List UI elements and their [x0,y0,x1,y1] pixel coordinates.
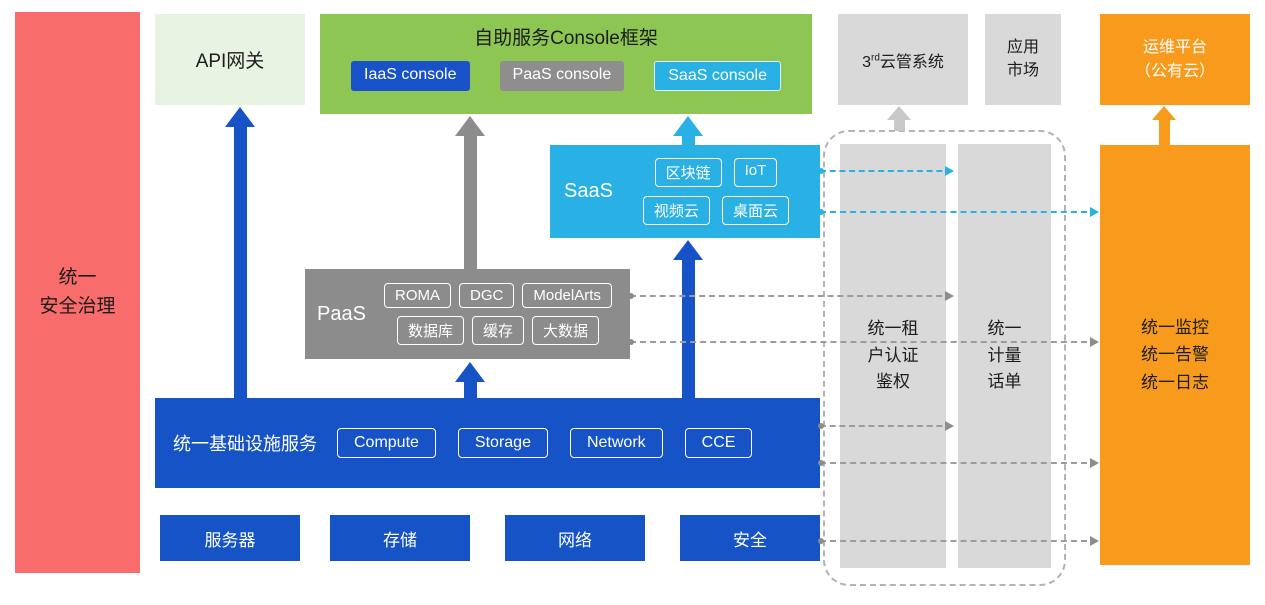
saas-layer-label: SaaS [564,180,613,202]
saas-chips: 区块链 IoT 视频云 桌面云 [627,158,805,225]
app-market-label: 应用 市场 [1006,39,1039,79]
hw-box-security: 安全 [680,515,820,561]
third-party-sup: rd [870,52,880,64]
dash-saas-to-monitoring [818,207,1099,217]
arrow-infra-to-saas [673,240,703,398]
console-frame-box: 自助服务Console框架 IaaS console PaaS console … [320,14,812,114]
third-party-cms-label: 3rd云管系统 [862,52,944,71]
arrow-shaft [463,136,477,269]
infra-chip-network: Network [569,428,663,458]
arrow-head-icon [887,106,911,120]
infrastructure-chips: Compute Storage Network CCE [337,428,753,458]
shared-services-dashed-container [823,130,1066,586]
paas-chip-modelarts: ModelArts [522,283,612,308]
arrow-head-icon [1152,106,1176,120]
arrow-to-third-party-cms [887,106,911,131]
iaas-console-chip: IaaS console [351,61,470,91]
infra-chip-storage: Storage [457,428,548,458]
infra-chip-cce: CCE [684,428,753,458]
dash-paas-to-metering [628,291,954,301]
paas-layer-box: PaaS ROMA DGC ModelArts 数据库 缓存 大数据 [305,269,630,359]
paas-chips: ROMA DGC ModelArts 数据库 缓存 大数据 [378,283,618,345]
arrow-shaft [681,136,695,145]
saas-chip-iot: IoT [733,158,778,187]
arrow-head-icon [455,116,485,136]
paas-console-chip: PaaS console [499,61,625,91]
hw-box-storage: 存储 [330,515,470,561]
tenant-auth-bar: 统一租 户认证 鉴权 [840,144,946,568]
saas-chip-blockchain: 区块链 [654,158,722,187]
hw-box-network: 网络 [505,515,645,561]
arrow-paas-to-console [455,116,485,269]
dash-infra-to-monitoring [818,458,1099,468]
infrastructure-layer-box: 统一基础设施服务 Compute Storage Network CCE [155,398,820,488]
arrow-infra-to-paas [455,362,485,398]
third-party-cms-box: 3rd云管系统 [838,14,968,105]
saas-chip-desktop-cloud: 桌面云 [721,196,789,225]
api-gateway-box: API网关 [155,14,305,105]
security-governance-bar: 统一 安全治理 [15,12,140,573]
dash-saas-to-auth [818,166,954,176]
ops-platform-label: 运维平台 （公有云） [1134,39,1215,80]
arrow-shaft [681,260,695,398]
arrow-to-ops-platform [1152,106,1176,145]
console-frame-title: 自助服务Console框架 [474,28,658,49]
paas-chip-dgc: DGC [459,283,515,308]
paas-chip-bigdata: 大数据 [531,316,599,345]
arrow-head-icon [673,240,703,260]
app-market-box: 应用 市场 [985,14,1061,105]
arrow-saas-to-console [673,116,703,145]
arrow-infra-to-api-gateway [225,107,255,398]
metering-bar: 统一 计量 话单 [958,144,1051,568]
arrow-shaft [1158,120,1170,145]
saas-console-chip: SaaS console [654,61,781,91]
dash-security-to-monitoring [818,536,1099,546]
arrow-head-icon [455,362,485,382]
tenant-auth-label: 统一租 户认证 鉴权 [867,319,919,392]
paas-chip-roma: ROMA [384,283,452,308]
ops-platform-box: 运维平台 （公有云） [1100,14,1250,105]
paas-chip-cache: 缓存 [471,316,524,345]
infra-chip-compute: Compute [337,428,436,458]
monitoring-bar: 统一监控 统一告警 统一日志 [1100,145,1250,565]
saas-layer-box: SaaS 区块链 IoT 视频云 桌面云 [550,145,820,238]
paas-chip-database: 数据库 [396,316,464,345]
console-chips-row: IaaS console PaaS console SaaS console [351,61,781,91]
dash-paas-to-monitoring [628,337,1099,347]
infrastructure-label: 统一基础设施服务 [173,434,317,454]
arrow-head-icon [673,116,703,136]
arrow-shaft [463,382,477,398]
paas-layer-label: PaaS [317,302,366,325]
arrow-shaft [233,127,247,398]
metering-label: 统一 计量 话单 [987,319,1022,392]
saas-chip-video-cloud: 视频云 [642,196,710,225]
monitoring-label: 统一监控 统一告警 统一日志 [1141,318,1209,392]
api-gateway-label: API网关 [195,51,265,72]
arrow-shaft [893,120,905,131]
security-governance-label: 统一 安全治理 [39,267,116,317]
hw-box-server: 服务器 [160,515,300,561]
arrow-head-icon [225,107,255,127]
dash-infra-to-metering [818,421,954,431]
